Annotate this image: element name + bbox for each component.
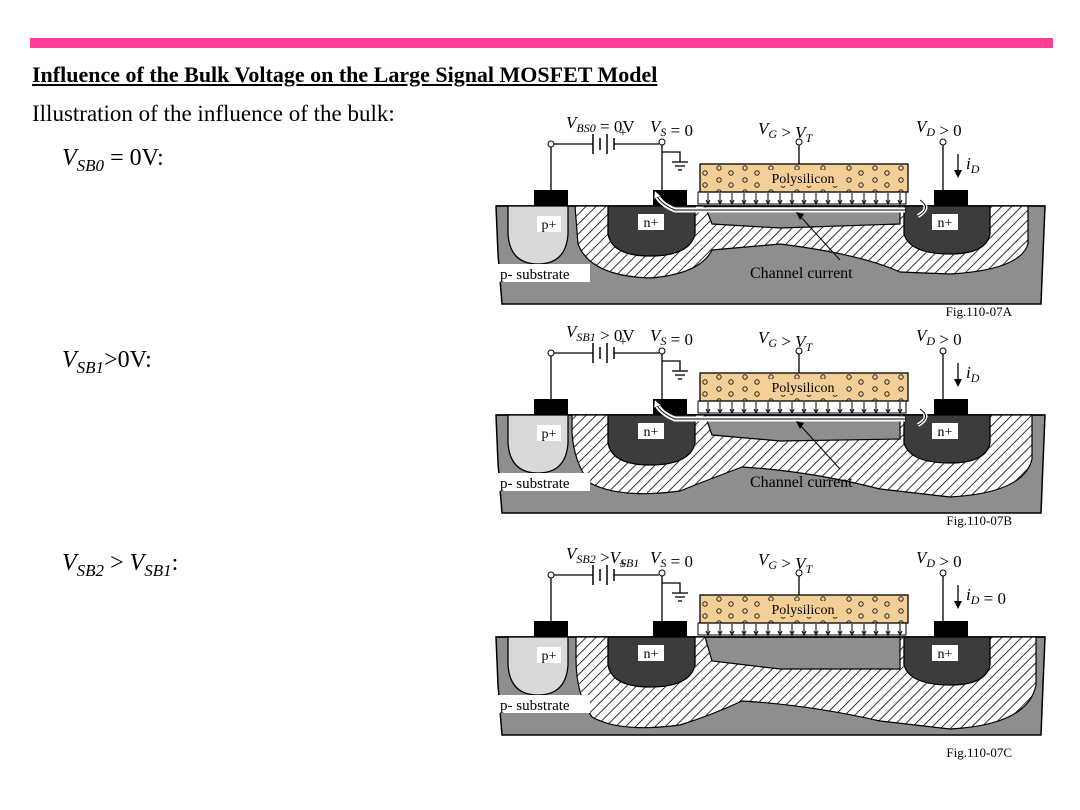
polysilicon-label: Polysilicon [771, 172, 834, 187]
svg-text:Fig.110-07C: Fig.110-07C [946, 745, 1012, 760]
svg-text:+: + [619, 126, 627, 141]
drain-contact [934, 190, 968, 206]
svg-text:VSB2 >VSB1: VSB2 >VSB1 [566, 544, 639, 570]
svg-text:n+: n+ [644, 647, 659, 662]
svg-text:p+: p+ [542, 427, 557, 442]
svg-text:VD > 0: VD > 0 [916, 548, 962, 571]
svg-text:Fig.110-07A: Fig.110-07A [946, 304, 1013, 319]
polysilicon-label: Polysilicon [771, 381, 834, 396]
svg-text:VG > VT: VG > VT [758, 328, 814, 354]
nplus-source-well [607, 636, 696, 688]
mosfet-diagram-b: Polysilicon + VSB1 > 0V VS = 0 VG > VT V… [480, 313, 1070, 533]
nplus-source-well [607, 414, 696, 466]
svg-text:VBS0 = 0V: VBS0 = 0V [566, 113, 635, 136]
svg-text:n+: n+ [938, 216, 953, 231]
svg-text:p+: p+ [542, 649, 557, 664]
svg-text:VG > VT: VG > VT [758, 550, 814, 576]
svg-text:VD > 0: VD > 0 [916, 326, 962, 349]
svg-text:n+: n+ [644, 216, 659, 231]
svg-text:iD: iD [966, 363, 980, 385]
svg-text:VSB1 > 0V: VSB1 > 0V [566, 322, 635, 345]
bulk-contact [534, 190, 568, 206]
pplus-well [507, 636, 569, 696]
case-label-1: VSB1>0V: [62, 347, 152, 377]
case-label-2: VSB2 > VSB1: [62, 550, 179, 580]
svg-text:n+: n+ [644, 425, 659, 440]
bulk-contact [534, 399, 568, 415]
bulk-contact [534, 621, 568, 637]
source-contact [653, 621, 687, 637]
svg-text:iD: iD [966, 154, 980, 176]
nplus-source-well [607, 205, 696, 257]
svg-text:p+: p+ [542, 218, 557, 233]
battery-icon [592, 134, 615, 154]
intro-text: Illustration of the influence of the bul… [32, 101, 395, 126]
case-label-0: VSB0 = 0V: [62, 145, 164, 175]
svg-text:VG > VT: VG > VT [758, 119, 814, 145]
svg-text:VD > 0: VD > 0 [916, 117, 962, 140]
battery-icon [592, 343, 615, 363]
polysilicon-label: Polysilicon [771, 603, 834, 618]
svg-text:VS = 0: VS = 0 [650, 326, 693, 349]
svg-text:VS = 0: VS = 0 [650, 117, 693, 140]
pplus-well [507, 414, 569, 474]
svg-text:p- substrate: p- substrate [500, 476, 570, 492]
svg-text:p- substrate: p- substrate [500, 267, 570, 283]
svg-text:Channel current: Channel current [750, 474, 853, 491]
drain-contact [934, 399, 968, 415]
drain-contact [934, 621, 968, 637]
svg-text:+: + [619, 557, 627, 572]
svg-text:n+: n+ [938, 647, 953, 662]
svg-text:+: + [619, 335, 627, 350]
svg-text:n+: n+ [938, 425, 953, 440]
svg-text:iD = 0: iD = 0 [966, 585, 1006, 608]
pplus-well [507, 205, 569, 265]
svg-text:p- substrate: p- substrate [500, 698, 570, 714]
mosfet-diagram-a: Polysilicon + VBS0 = 0V VS = 0 VG > VT V… [480, 104, 1070, 324]
battery-icon [592, 565, 615, 585]
svg-text:VS = 0: VS = 0 [650, 548, 693, 571]
svg-text:Channel current: Channel current [750, 265, 853, 282]
page-title: Influence of the Bulk Voltage on the Lar… [32, 62, 658, 87]
svg-text:Fig.110-07B: Fig.110-07B [946, 513, 1012, 528]
accent-rule [30, 38, 1053, 48]
mosfet-diagram-c: Polysilicon + VSB2 >VSB1 VS = 0 VG > VT … [480, 535, 1070, 760]
